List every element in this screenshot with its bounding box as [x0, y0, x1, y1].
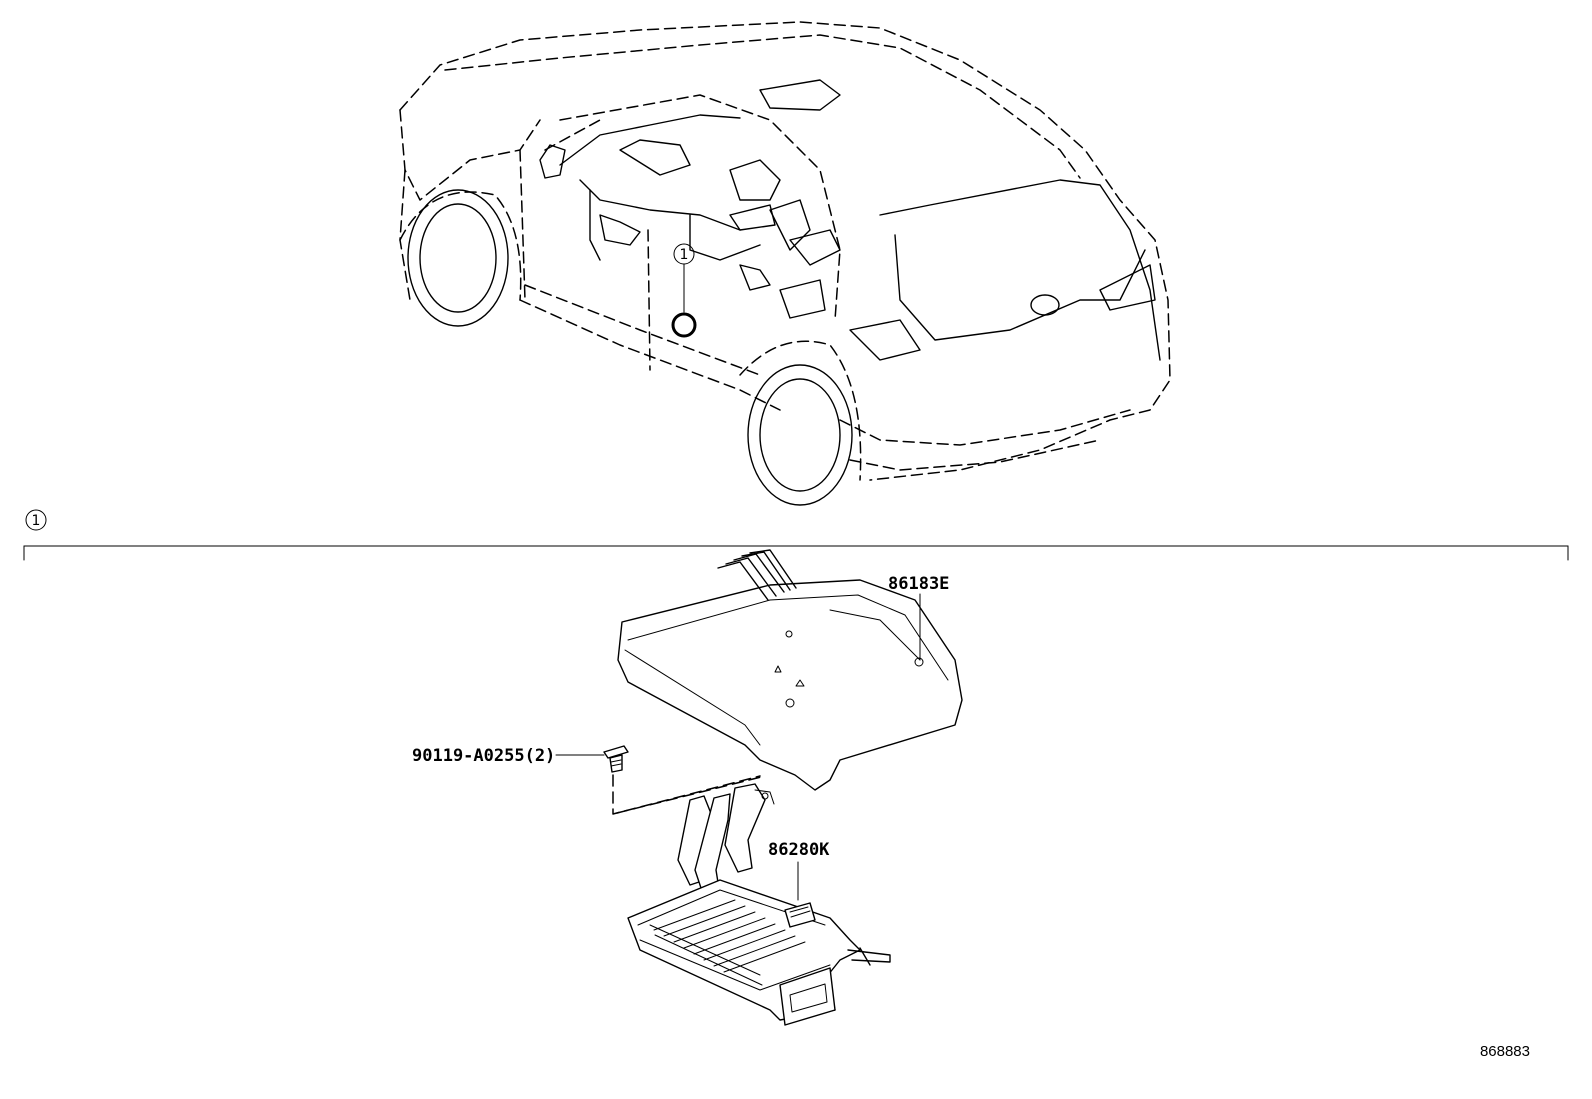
bolt-icon — [555, 745, 629, 773]
amplifier-assembly-icon — [627, 783, 891, 1026]
bolt-part-number: 90119-A0255(2) — [412, 746, 555, 766]
section-bracket: 1 — [23, 509, 1569, 561]
location-marker-icon — [671, 312, 697, 338]
amplifier-cover-icon — [617, 549, 963, 791]
vehicle-illustration — [399, 21, 1171, 506]
illustration-number: 868883 — [1480, 1043, 1530, 1060]
section-callout-number: 1 — [32, 513, 41, 529]
cover-part-number: 86183E — [888, 574, 949, 594]
vehicle-location-callout: 1 — [671, 243, 697, 338]
vehicle-callout-number: 1 — [680, 247, 689, 263]
amplifier-part-number: 86280K — [768, 840, 830, 860]
